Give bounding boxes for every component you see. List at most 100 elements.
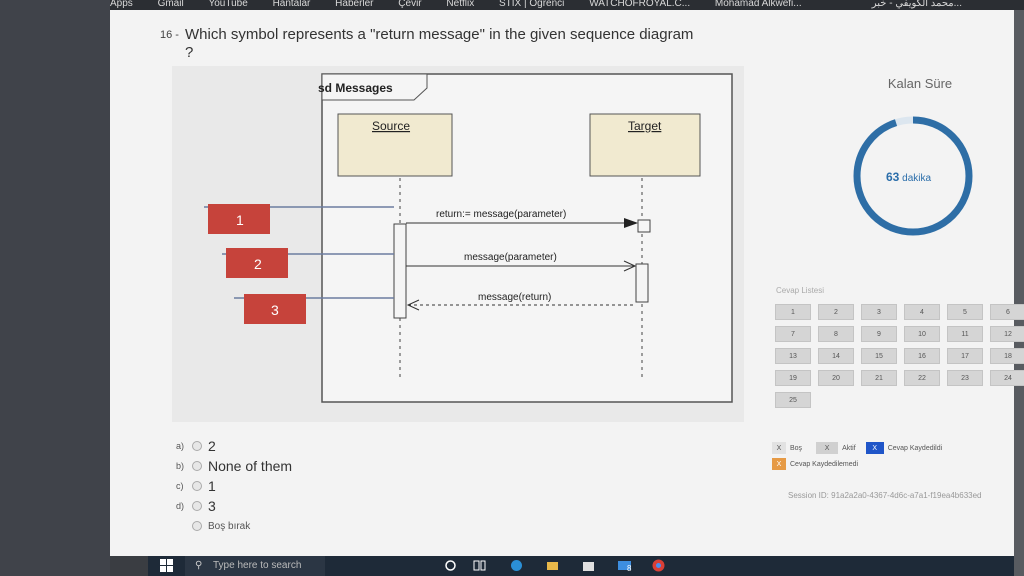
answer-cell[interactable]: 4 xyxy=(904,304,940,320)
option-a[interactable]: a) 2 xyxy=(176,436,292,456)
answer-cell[interactable]: 2 xyxy=(818,304,854,320)
timer-minutes: 63 xyxy=(886,170,900,184)
option-a-radio[interactable] xyxy=(192,441,202,451)
answer-cell[interactable]: 18 xyxy=(990,348,1024,364)
legend-empty-box: X xyxy=(772,442,786,454)
answer-cell[interactable]: 22 xyxy=(904,370,940,386)
option-d-radio[interactable] xyxy=(192,501,202,511)
answer-cell[interactable]: 8 xyxy=(818,326,854,342)
answer-cell[interactable]: 17 xyxy=(947,348,983,364)
question-text: Which symbol represents a "return messag… xyxy=(185,26,694,61)
option-skip[interactable]: Boş bırak xyxy=(176,516,292,536)
timer-title: Kalan Süre xyxy=(887,76,953,91)
bookmark-apps[interactable]: Apps xyxy=(110,0,133,9)
edge-icon[interactable] xyxy=(510,559,523,572)
option-c-radio[interactable] xyxy=(192,481,202,491)
timer-value: 63 dakika xyxy=(886,170,931,184)
option-skip-text: Boş bırak xyxy=(208,520,251,532)
chrome-icon[interactable] xyxy=(652,559,665,572)
option-skip-radio[interactable] xyxy=(192,521,202,531)
bookmark-mohamad[interactable]: Mohamad Alkwefi... xyxy=(714,0,802,9)
answer-cell[interactable]: 16 xyxy=(904,348,940,364)
sequence-diagram-image: sd Messages Source Target return:= messa… xyxy=(172,66,744,422)
cortana-icon[interactable] xyxy=(444,559,457,572)
answer-cell[interactable]: 7 xyxy=(775,326,811,342)
message-2-label: message(parameter) xyxy=(464,252,557,263)
answer-cell[interactable]: 12 xyxy=(990,326,1024,342)
bookmark-hantalar[interactable]: Hantalar xyxy=(272,0,311,9)
option-c[interactable]: c) 1 xyxy=(176,476,292,496)
bookmark-rtl[interactable]: محمد الكويفي - خبر... xyxy=(871,0,962,9)
frame-label-tab xyxy=(321,73,428,101)
message-2-arrowhead xyxy=(623,260,637,272)
legend-empty: Boş xyxy=(790,444,803,452)
option-d[interactable]: d) 3 xyxy=(176,496,292,516)
store-icon[interactable] xyxy=(582,559,595,572)
monitor-bezel-right xyxy=(1014,0,1024,576)
option-b[interactable]: b) None of them xyxy=(176,456,292,476)
legend-saved: Cevap Kaydedildi xyxy=(887,444,943,452)
timer-unit: dakika xyxy=(902,173,932,184)
mail-badge: 8 xyxy=(627,564,632,573)
taskbar-search[interactable]: ⚲ Type here to search xyxy=(185,556,325,576)
answer-cell[interactable]: 21 xyxy=(861,370,897,386)
answer-cell[interactable]: 23 xyxy=(947,370,983,386)
bookmark-youtube[interactable]: YouTube xyxy=(208,0,248,9)
option-c-text: 1 xyxy=(208,478,216,494)
bookmark-haberler[interactable]: Haberler xyxy=(335,0,374,9)
target-activation-1 xyxy=(637,219,651,233)
option-d-text: 3 xyxy=(208,498,216,514)
bookmark-watch[interactable]: WATCHOFROYAL.C... xyxy=(589,0,691,9)
answer-cell[interactable]: 14 xyxy=(818,348,854,364)
task-view-icon[interactable] xyxy=(473,559,486,572)
answer-cell[interactable]: 20 xyxy=(818,370,854,386)
marker-3-label: 3 xyxy=(271,302,279,318)
windows-start-icon[interactable] xyxy=(160,559,173,572)
answer-cell[interactable]: 10 xyxy=(904,326,940,342)
answer-cell[interactable]: 11 xyxy=(947,326,983,342)
source-activation xyxy=(393,223,407,319)
answer-cell[interactable]: 24 xyxy=(990,370,1024,386)
option-d-key: d) xyxy=(176,501,185,511)
legend: X Boş X Aktif X Cevap Kaydedildi X Cevap… xyxy=(772,442,942,474)
monitor-bezel xyxy=(0,0,110,576)
bookmarks-bar: Apps Gmail YouTube Hantalar Haberler Çev… xyxy=(110,0,1024,10)
answer-cell[interactable]: 25 xyxy=(775,392,811,408)
answer-cell[interactable]: 6 xyxy=(990,304,1024,320)
mail-icon[interactable] xyxy=(618,559,631,572)
search-placeholder: Type here to search xyxy=(213,560,302,571)
marker-2-label: 2 xyxy=(254,256,262,272)
answer-cell[interactable]: 19 xyxy=(775,370,811,386)
answer-options: a) 2 b) None of them c) 1 d) 3 Boş bırak xyxy=(176,436,292,536)
bookmark-netflix[interactable]: Netflix xyxy=(446,0,475,9)
option-a-text: 2 xyxy=(208,438,216,454)
legend-active: Aktif xyxy=(842,444,856,452)
bookmark-stix[interactable]: STIX | Öğrenci xyxy=(499,0,565,9)
target-label: Target xyxy=(628,119,662,133)
source-box xyxy=(337,113,453,177)
question-number: 16 - xyxy=(160,29,179,41)
marker-1-label: 1 xyxy=(236,212,244,228)
option-b-text: None of them xyxy=(208,458,293,474)
target-box xyxy=(589,113,701,177)
answer-cell[interactable]: 5 xyxy=(947,304,983,320)
answer-cell[interactable]: 15 xyxy=(861,348,897,364)
file-explorer-icon[interactable] xyxy=(546,559,559,572)
answer-cell[interactable]: 9 xyxy=(861,326,897,342)
legend-active-box: X xyxy=(816,442,839,454)
bookmark-gmail[interactable]: Gmail xyxy=(157,0,184,9)
message-3-label: message(return) xyxy=(478,292,551,303)
option-c-key: c) xyxy=(176,481,184,491)
legend-unsaved: Cevap Kaydedilemedi xyxy=(790,460,859,468)
message-1-arrowhead xyxy=(624,218,638,228)
option-a-key: a) xyxy=(176,441,185,451)
taskbar: ⚲ Type here to search 8 xyxy=(148,556,1014,576)
answer-cell[interactable]: 3 xyxy=(861,304,897,320)
target-activation-2 xyxy=(635,263,649,303)
legend-unsaved-box: X xyxy=(772,458,786,470)
option-b-radio[interactable] xyxy=(192,461,202,471)
answer-cell[interactable]: 13 xyxy=(775,348,811,364)
answer-cell[interactable]: 1 xyxy=(775,304,811,320)
bookmark-cevir[interactable]: Çevir xyxy=(398,0,422,9)
